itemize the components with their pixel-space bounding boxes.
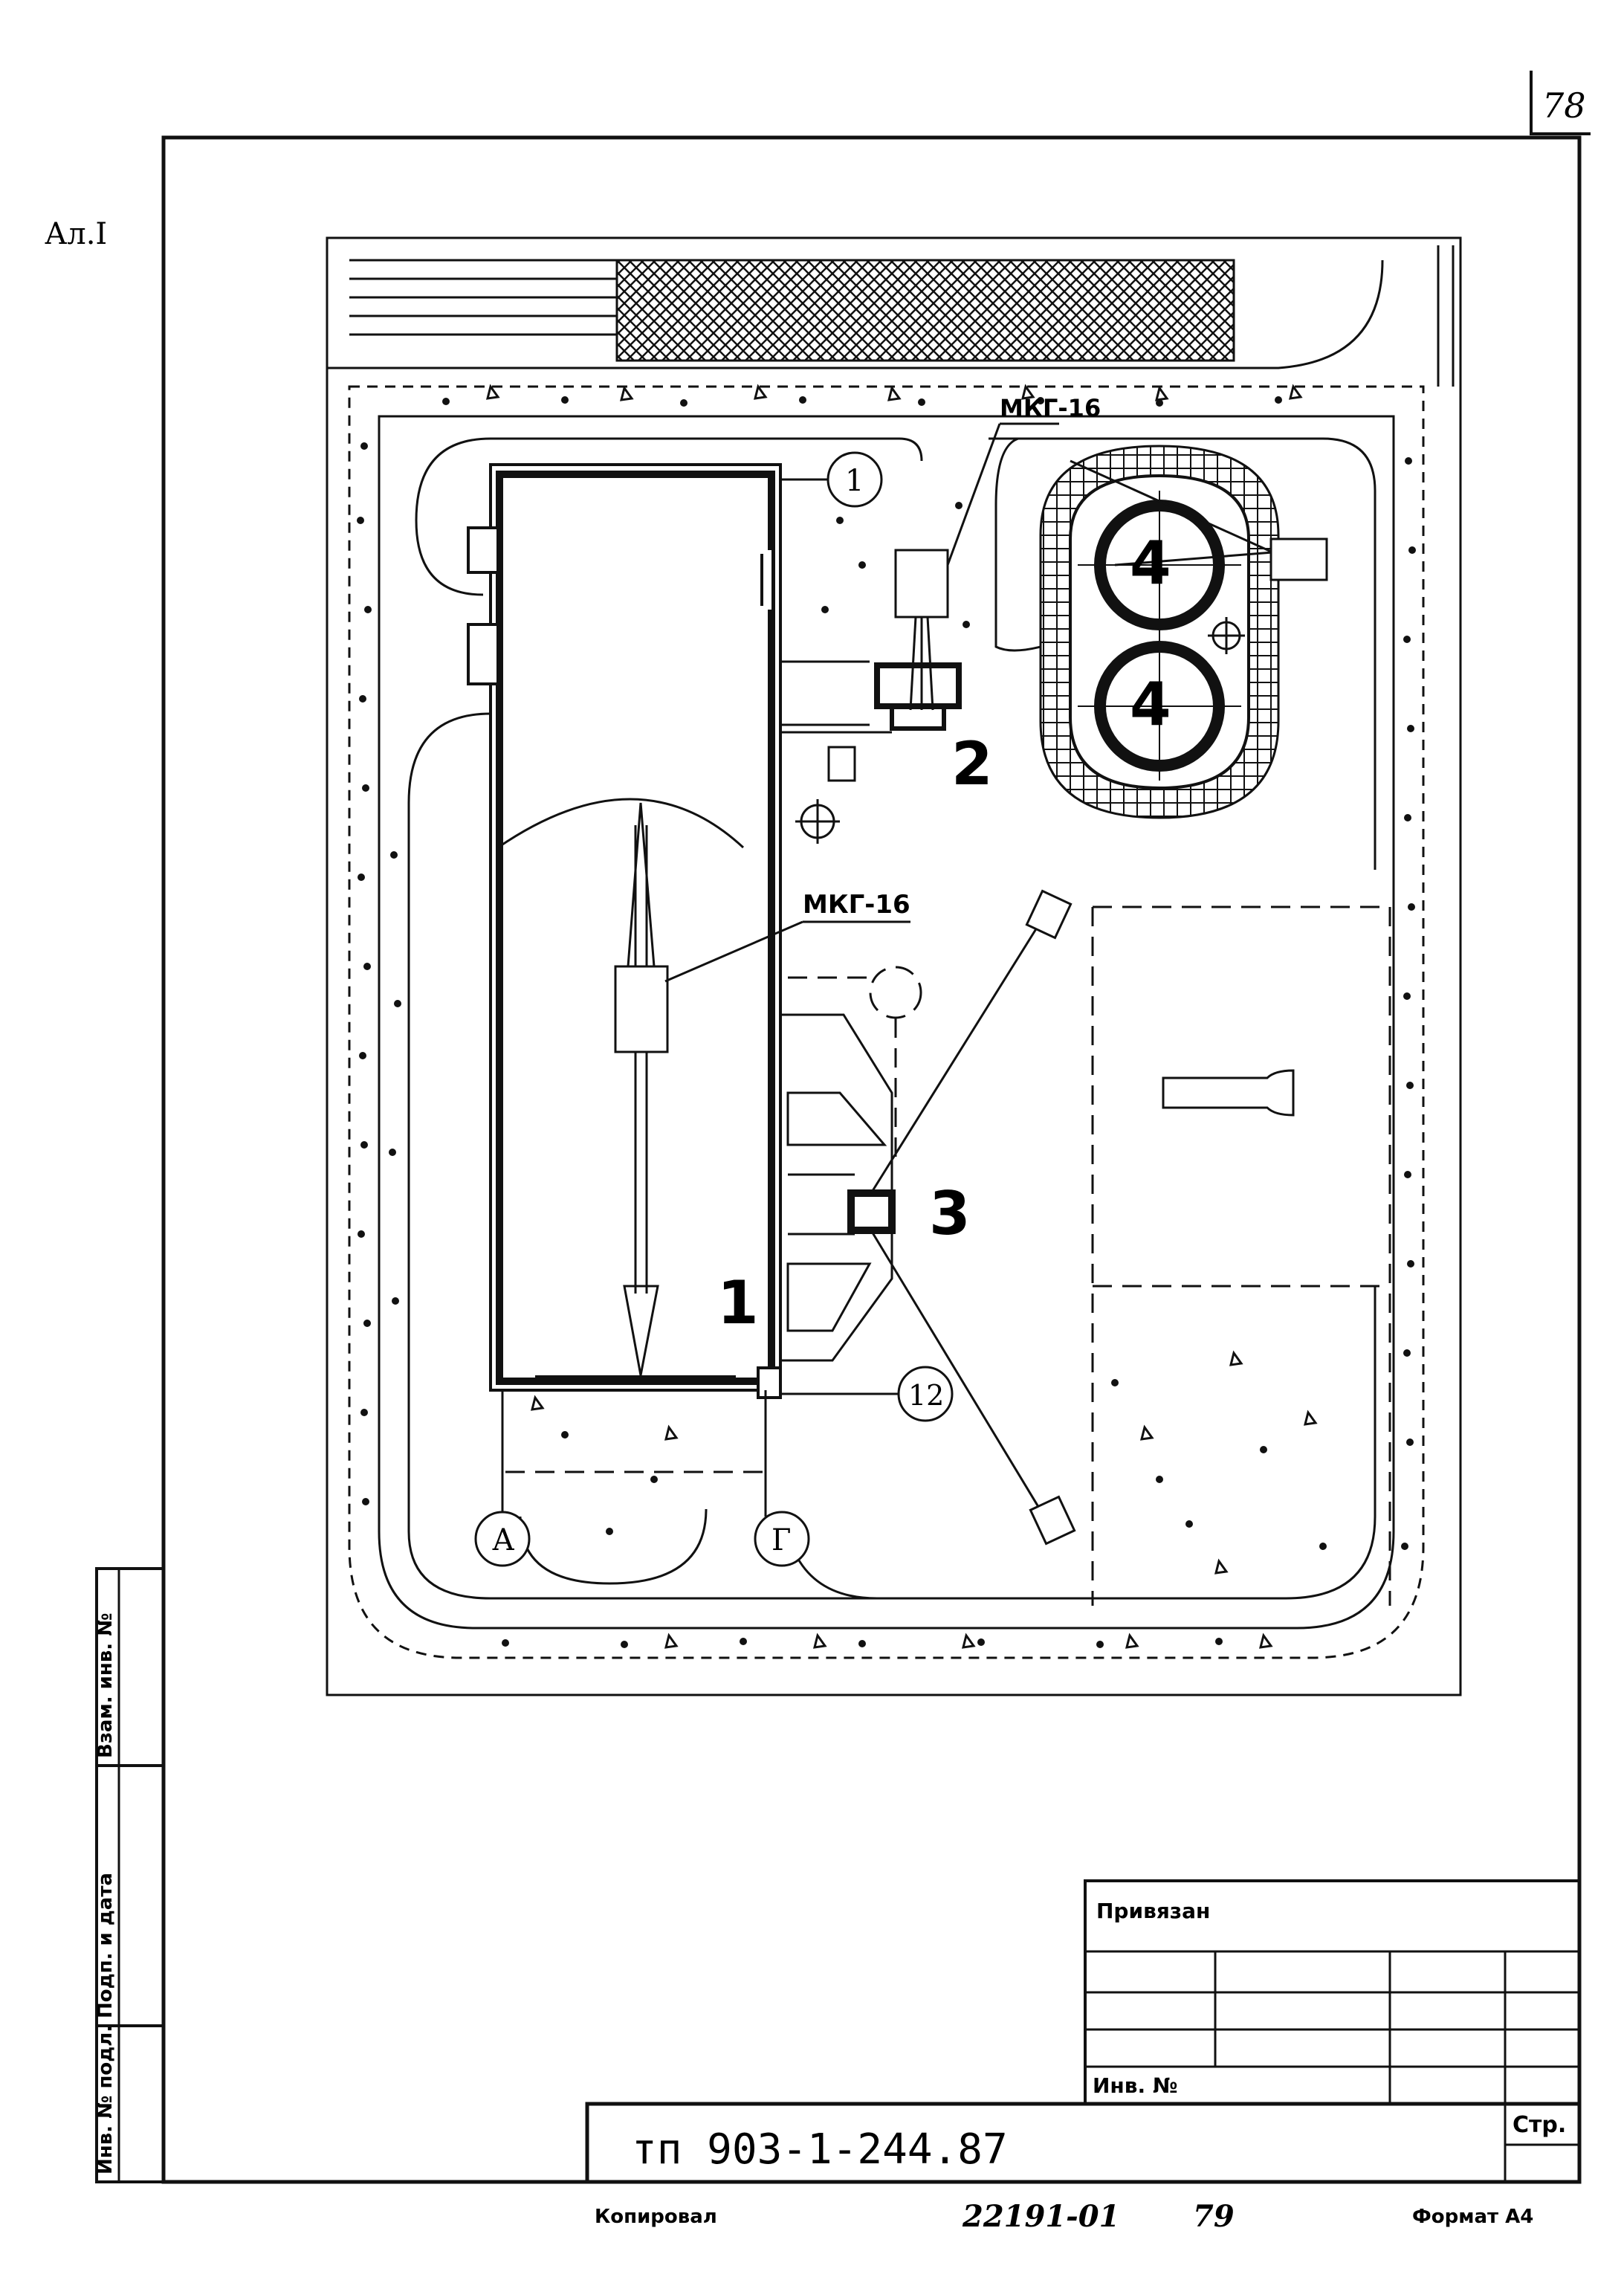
inv-podl-label: Инв. № подл. — [94, 2025, 117, 2174]
tanks-4: 4 4 — [1039, 445, 1328, 819]
position-2: МКГ-16 2 — [780, 394, 1101, 844]
site-plan: МКГ-16 1 1 12 А Г — [326, 236, 1462, 1696]
title-block: Привязан Инв. № Стр. тп 903-1-244.87 — [585, 1879, 1582, 2184]
axis-12-label: 12 — [908, 1379, 944, 1412]
pos-4b-label: 4 — [1130, 670, 1171, 739]
inner-road-top — [491, 437, 1376, 870]
order-number: 22191-01 — [962, 2199, 1119, 2234]
sheet-number: 79 — [1193, 2199, 1235, 2234]
axis-A-label: А — [492, 1523, 514, 1557]
site-boundary — [326, 236, 1462, 1696]
page-number-box: 78 — [1530, 71, 1591, 135]
road-stripes — [349, 259, 617, 336]
axis-bubble-12: 12 — [780, 1366, 954, 1422]
privyazan-label: Привязан — [1096, 1899, 1210, 1923]
inv-no-label: Инв. № — [1093, 2073, 1178, 2098]
page-number: 78 — [1542, 85, 1586, 126]
crane-reach-arc — [497, 798, 745, 849]
lawn-dots — [357, 396, 1416, 1648]
axis-G-label: Г — [771, 1523, 791, 1557]
building-number: 1 — [717, 1268, 759, 1337]
dashed-lines — [505, 905, 1391, 1606]
pos-2-label: 2 — [951, 729, 993, 798]
side-stamp: Взам. инв. № Подп. и дата Инв. № подл. — [94, 1567, 165, 2183]
axis-bubble-A: А — [474, 1390, 531, 1567]
str-label: Стр. — [1513, 2112, 1566, 2138]
podp-data-label: Подп. и дата — [94, 1873, 117, 2018]
footer: Копировал 22191-01 79 Формат А4 — [595, 2199, 1533, 2234]
axis-bubble-G: Г — [754, 1390, 810, 1567]
hatched-parking-area — [615, 259, 1235, 362]
lawn-triangles — [486, 384, 1318, 1649]
equipment-symbol — [1162, 1069, 1295, 1117]
road-outer-edge — [378, 415, 1395, 1630]
position-3: 3 — [780, 889, 1076, 1546]
kopiroval-label: Копировал — [595, 2206, 717, 2228]
pos-4a-label: 4 — [1130, 529, 1171, 598]
inner-road-left-top — [415, 437, 491, 596]
project-code: тп 903-1-244.87 — [632, 2125, 1008, 2174]
drawing-frame — [161, 135, 1582, 2184]
pos-3-label: 3 — [929, 1179, 971, 1248]
axis-bubble-1: 1 — [780, 451, 883, 508]
building-1 — [467, 463, 782, 1399]
inner-road-loop — [407, 712, 1376, 1600]
crane-travel-arrow — [614, 802, 669, 1376]
format-label: Формат А4 — [1412, 2206, 1533, 2228]
crane-label-main: МКГ-16 — [803, 890, 910, 920]
green-strip-outer — [348, 385, 1425, 1659]
sheet-label: Ал.I — [45, 217, 107, 251]
axis-1-label: 1 — [845, 464, 864, 498]
vzam-inv-label: Взам. инв. № — [94, 1613, 117, 1759]
crane-label-top: МКГ-16 — [1000, 394, 1101, 422]
entry-road — [327, 259, 1384, 369]
